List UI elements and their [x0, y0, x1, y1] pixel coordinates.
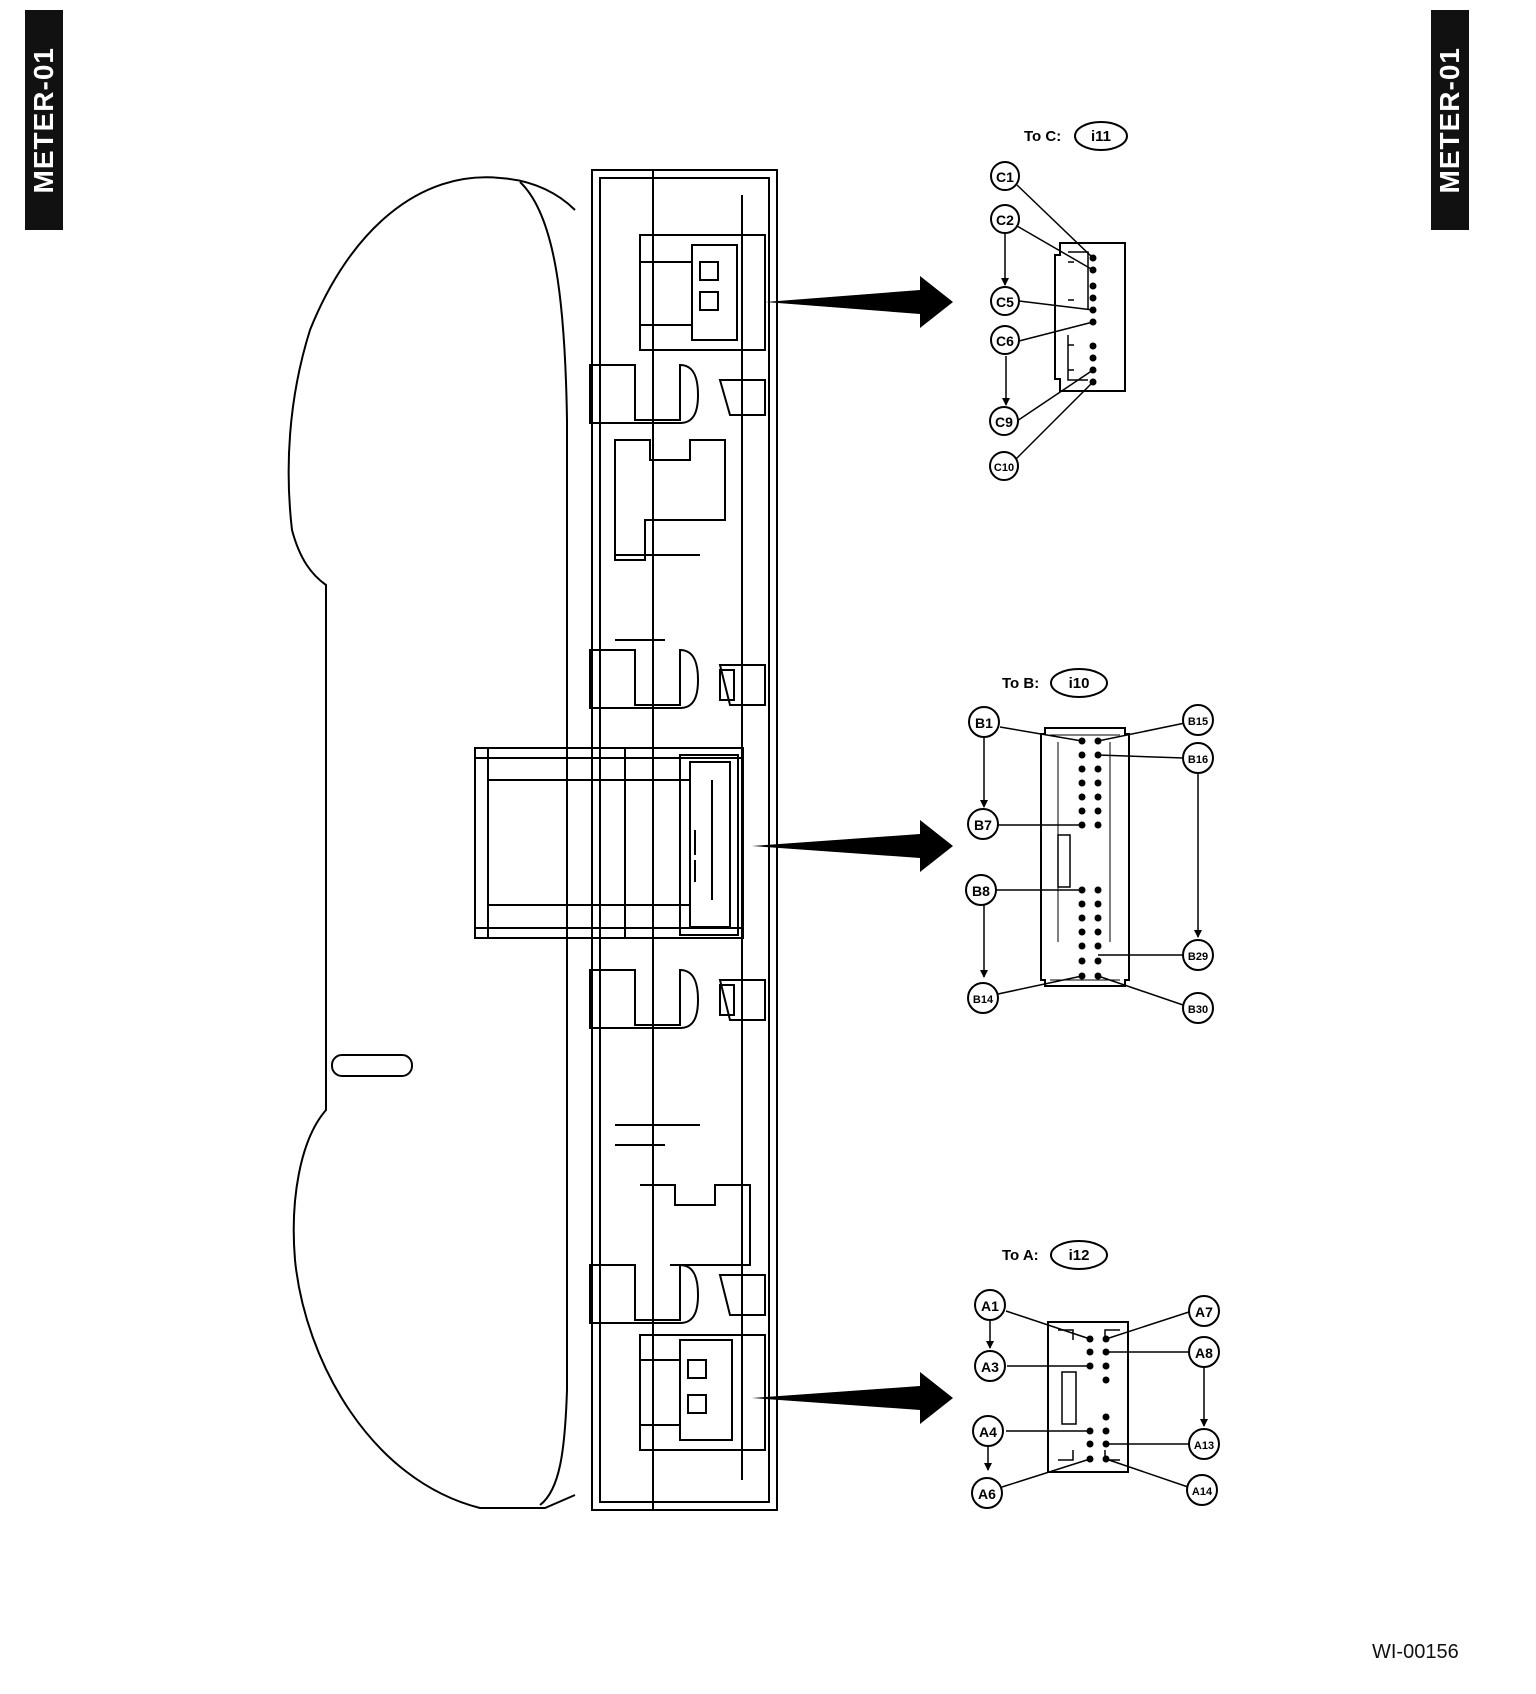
- connector-c-id-oval: [1074, 121, 1128, 151]
- connector-a-group: To A: i12 A1: [971, 1240, 1220, 1509]
- connector-a-prefix: To A:: [1002, 1247, 1039, 1264]
- svg-text:B14: B14: [973, 994, 994, 1006]
- svg-text:C2: C2: [996, 212, 1014, 228]
- pin-label-b1: B1: [968, 706, 1000, 738]
- svg-text:B30: B30: [1188, 1004, 1208, 1016]
- connector-b-id-oval: [1050, 668, 1108, 698]
- connector-c-prefix: To C:: [1024, 128, 1061, 145]
- pin-label-a6: A6: [971, 1477, 1003, 1509]
- svg-text:A13: A13: [1194, 1440, 1214, 1452]
- figure-code: WI-00156: [1372, 1641, 1459, 1663]
- pin-label-c2: C2: [990, 204, 1020, 234]
- svg-text:B1: B1: [975, 715, 993, 731]
- svg-text:C5: C5: [996, 294, 1014, 310]
- connector-a-face: [1047, 1321, 1129, 1473]
- pin-label-b15: B15: [1182, 704, 1214, 736]
- pin-label-a8: A8: [1188, 1336, 1220, 1368]
- pointer-arrow-c: [765, 276, 953, 328]
- pin-label-b7: B7: [967, 808, 999, 840]
- svg-text:A8: A8: [1195, 1345, 1213, 1361]
- svg-text:A14: A14: [1192, 1486, 1213, 1498]
- pin-label-b29: B29: [1182, 939, 1214, 971]
- pin-label-b14: B14: [967, 982, 999, 1014]
- pointer-arrow-a: [752, 1372, 953, 1424]
- connector-c-group: To C: i11 C1 C2: [989, 121, 1128, 481]
- pin-label-a13: A13: [1188, 1428, 1220, 1460]
- svg-text:B7: B7: [974, 817, 992, 833]
- svg-text:B16: B16: [1188, 754, 1208, 766]
- connector-c-id: i11: [1091, 128, 1111, 145]
- page-tab-right: METER-01: [1431, 10, 1469, 230]
- pin-label-a4: A4: [972, 1415, 1004, 1447]
- svg-text:C6: C6: [996, 333, 1014, 349]
- pin-label-b8: B8: [965, 874, 997, 906]
- connector-b-id: i10: [1069, 675, 1090, 692]
- connector-b-prefix: To B:: [1002, 675, 1039, 692]
- connector-a-id-oval: [1050, 1240, 1108, 1270]
- connector-a-id: i12: [1069, 1247, 1090, 1264]
- svg-text:A6: A6: [978, 1486, 996, 1502]
- pin-label-c1: C1: [990, 161, 1020, 191]
- pin-label-c5: C5: [990, 286, 1020, 316]
- page-tab-left: METER-01: [25, 10, 63, 230]
- combination-meter-housing: [287, 169, 778, 1511]
- svg-text:B15: B15: [1188, 716, 1208, 728]
- svg-text:A4: A4: [979, 1424, 997, 1440]
- pin-label-a1: A1: [974, 1289, 1006, 1321]
- pin-label-c9: C9: [989, 406, 1019, 436]
- svg-text:B8: B8: [972, 883, 990, 899]
- pin-label-c10: C10: [989, 451, 1019, 481]
- pin-label-c6: C6: [990, 325, 1020, 355]
- pin-label-a3: A3: [974, 1350, 1006, 1382]
- connector-b-group: To B: i10: [965, 668, 1214, 1024]
- pin-label-a14: A14: [1186, 1474, 1218, 1506]
- pin-label-b30: B30: [1182, 992, 1214, 1024]
- svg-text:C1: C1: [996, 169, 1014, 185]
- pin-label-b16: B16: [1182, 742, 1214, 774]
- svg-text:C9: C9: [995, 414, 1013, 430]
- svg-text:B29: B29: [1188, 951, 1208, 963]
- pointer-arrow-b: [752, 820, 953, 872]
- connector-c-face: [1054, 242, 1126, 392]
- svg-text:A1: A1: [981, 1298, 999, 1314]
- svg-text:A3: A3: [981, 1359, 999, 1375]
- svg-text:A7: A7: [1195, 1304, 1213, 1320]
- pin-label-a7: A7: [1188, 1295, 1220, 1327]
- svg-text:C10: C10: [994, 462, 1014, 474]
